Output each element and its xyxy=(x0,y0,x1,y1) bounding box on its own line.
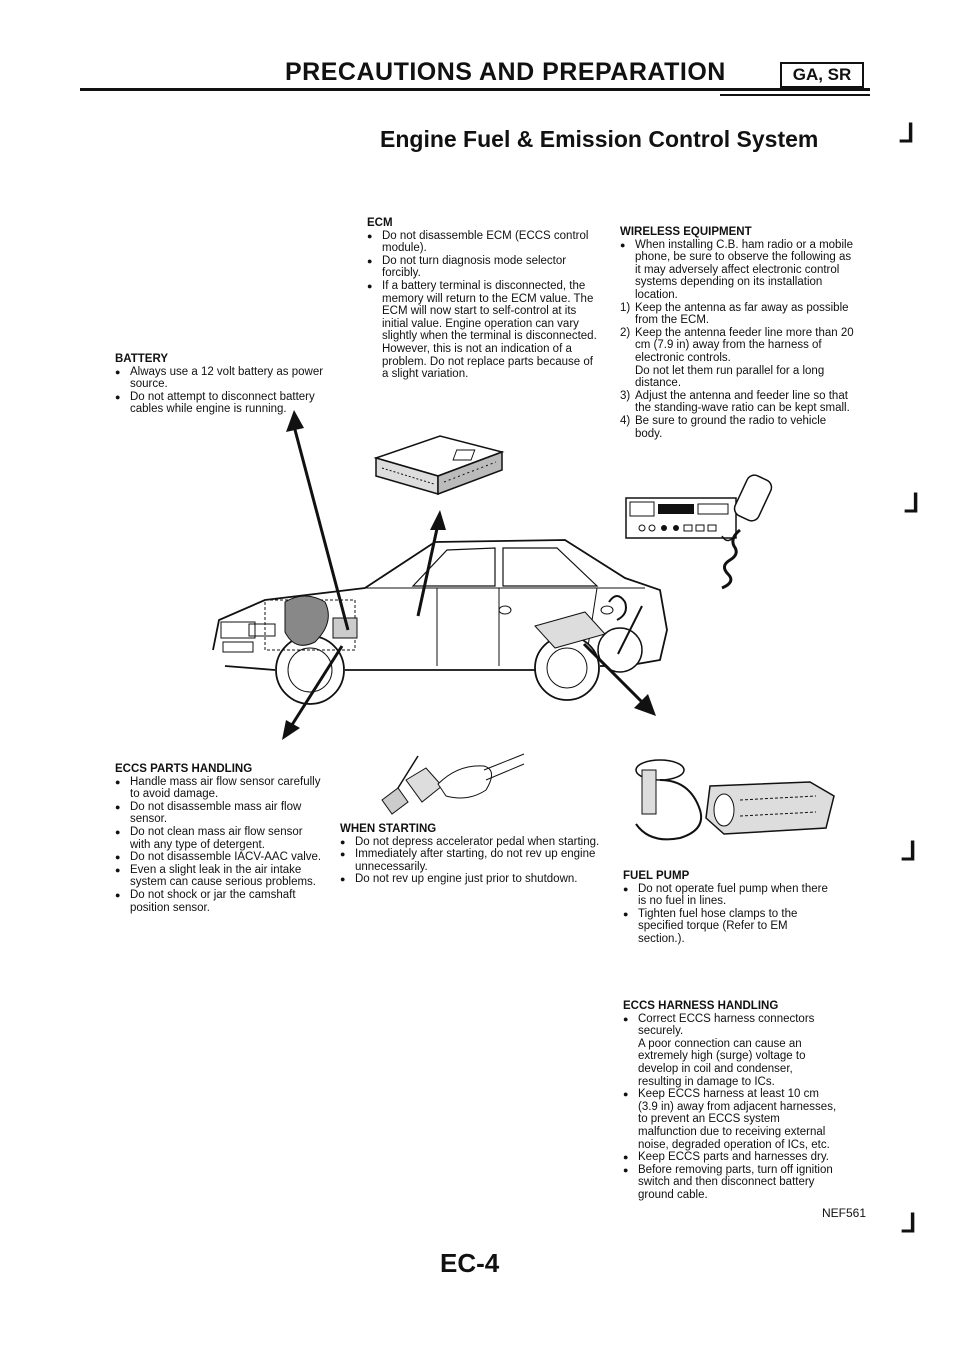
list-item: Do not turn diagnosis mode selector forc… xyxy=(367,255,602,280)
step-text: Do not let them run parallel for a long … xyxy=(635,364,825,390)
when-starting-list: Do not depress accelerator pedal when st… xyxy=(340,836,600,886)
list-item: Do not rev up engine just prior to shutd… xyxy=(340,873,600,886)
eccs-parts-list: Handle mass air flow sensor carefully to… xyxy=(115,776,325,915)
list-item: 1) Keep the antenna as far away as possib… xyxy=(620,302,855,327)
list-item: Do not attempt to disconnect battery cab… xyxy=(115,391,330,416)
battery-heading: BATTERY xyxy=(115,353,169,365)
figure-code: NEF561 xyxy=(822,1206,867,1220)
battery-arrow xyxy=(282,410,350,740)
list-item: When installing C.B. ham radio or a mobi… xyxy=(620,239,855,302)
list-item: Before removing parts, turn off ignition… xyxy=(623,1164,838,1202)
engine-badge: GA, SR xyxy=(780,62,864,88)
accelerator-pedal-illustration xyxy=(381,753,525,815)
step-text: Adjust the antenna and feeder line so th… xyxy=(635,389,850,415)
section-subtitle: Engine Fuel & Emission Control System xyxy=(380,126,819,152)
when-starting-heading: WHEN STARTING xyxy=(340,823,437,835)
ecm-list: Do not disassemble ECM (ECCS control mod… xyxy=(367,230,602,381)
list-item: Do not shock or jar the camshaft positio… xyxy=(115,889,325,914)
list-item: If a battery terminal is disconnected, t… xyxy=(367,280,602,381)
radio-arrow xyxy=(617,605,643,655)
battery-section: BATTERY Always use a 12 volt battery as … xyxy=(115,353,330,416)
header-rule-secondary xyxy=(720,94,870,96)
ecm-section: ECM Do not disassemble ECM (ECCS control… xyxy=(367,217,602,381)
margin-mark: ⅃ xyxy=(900,118,915,148)
list-item: Do not disassemble mass air flow sensor. xyxy=(115,801,325,826)
ecm-module-illustration xyxy=(373,435,505,496)
when-starting-section: WHEN STARTING Do not depress accelerator… xyxy=(340,823,600,886)
step-number: 4) xyxy=(620,414,631,427)
page-number: EC-4 xyxy=(440,1248,500,1278)
radio-illustration xyxy=(625,474,773,590)
list-item: Do not clean mass air flow sensor with a… xyxy=(115,826,325,851)
fuel-pump-arrow xyxy=(582,642,656,716)
harness-heading: ECCS HARNESS HANDLING xyxy=(623,1000,779,1012)
fuel-pump-list: Do not operate fuel pump when there is n… xyxy=(623,883,833,946)
list-item: Even a slight leak in the air intake sys… xyxy=(115,864,325,889)
fuel-pump-section: FUEL PUMP Do not operate fuel pump when … xyxy=(623,870,833,946)
margin-mark: ⅃ xyxy=(902,1208,917,1238)
ecm-heading: ECM xyxy=(367,217,393,229)
harness-list: Correct ECCS harness connectors securely… xyxy=(623,1013,838,1202)
list-item: A poor connection can cause an extremely… xyxy=(638,1037,806,1088)
page-header-title: PRECAUTIONS AND PREPARATION xyxy=(285,58,726,86)
step-text: Keep the antenna as far away as possible… xyxy=(635,301,849,327)
list-item: Do not disassemble IACV-AAC valve. xyxy=(115,851,325,864)
fuel-pump-heading: FUEL PUMP xyxy=(623,870,690,882)
step-number: 1) xyxy=(620,301,631,314)
list-item: Tighten fuel hose clamps to the specifie… xyxy=(623,908,833,946)
list-item: Handle mass air flow sensor carefully to… xyxy=(115,776,325,801)
wireless-section: WIRELESS EQUIPMENT When installing C.B. … xyxy=(620,226,855,440)
step-number: 2) xyxy=(620,326,631,339)
list-item: Do not operate fuel pump when there is n… xyxy=(623,883,833,908)
eccs-parts-heading: ECCS PARTS HANDLING xyxy=(115,763,253,775)
margin-mark: ⅃ xyxy=(902,836,917,866)
fuel-pump-illustration xyxy=(635,759,835,841)
wireless-list: When installing C.B. ham radio or a mobi… xyxy=(620,239,855,441)
margin-mark: ⅃ xyxy=(905,488,920,518)
list-item: 3) Adjust the antenna and feeder line so … xyxy=(620,390,855,415)
list-item: Always use a 12 volt battery as power so… xyxy=(115,366,330,391)
battery-list: Always use a 12 volt battery as power so… xyxy=(115,366,330,416)
wireless-heading: WIRELESS EQUIPMENT xyxy=(620,226,752,238)
car-illustration xyxy=(212,539,668,705)
list-item: Keep ECCS parts and harnesses dry. xyxy=(623,1151,838,1164)
header-rule xyxy=(80,88,870,91)
list-item: 4) Be sure to ground the radio to vehicle… xyxy=(620,415,855,440)
harness-section: ECCS HARNESS HANDLING Correct ECCS harne… xyxy=(623,1000,838,1202)
step-text: Be sure to ground the radio to vehicle b… xyxy=(635,414,827,440)
step-number: 3) xyxy=(620,389,631,402)
list-item: Do not depress accelerator pedal when st… xyxy=(340,836,600,849)
list-item: Keep ECCS harness at least 10 cm (3.9 in… xyxy=(623,1088,838,1151)
list-item: 2) Keep the antenna feeder line more than… xyxy=(620,327,855,365)
list-item: Immediately after starting, do not rev u… xyxy=(340,848,600,873)
list-item: Correct ECCS harness connectors securely… xyxy=(623,1013,838,1038)
eccs-parts-section: ECCS PARTS HANDLING Handle mass air flow… xyxy=(115,763,325,914)
list-item: Do not disassemble ECM (ECCS control mod… xyxy=(367,230,602,255)
list-item: Do not let them run parallel for a long … xyxy=(620,365,855,390)
step-text: Keep the antenna feeder line more than 2… xyxy=(635,326,854,364)
ecm-arrow xyxy=(416,510,446,617)
